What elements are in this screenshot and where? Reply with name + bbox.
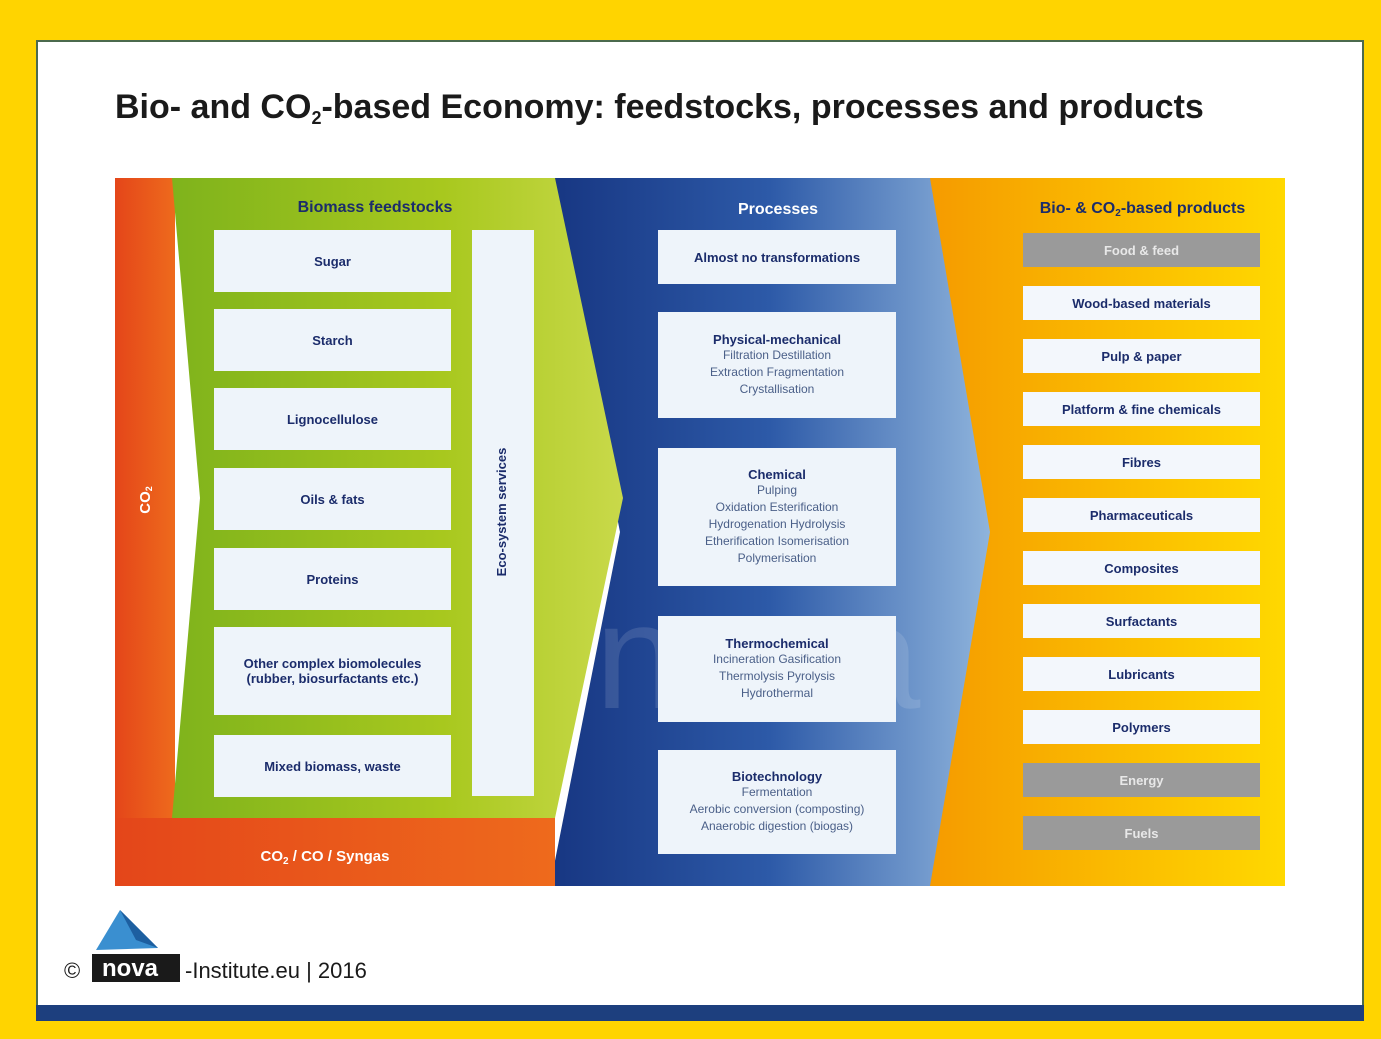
products-header: Bio- & CO2-based products bbox=[1039, 200, 1246, 219]
product-item-label: Lubricants bbox=[1108, 666, 1175, 682]
process-item-title: Almost no transformations bbox=[693, 249, 861, 265]
product-item: Wood-based materials bbox=[1023, 286, 1260, 320]
co2-area bbox=[115, 178, 175, 886]
product-item: Platform & fine chemicals bbox=[1023, 392, 1260, 426]
process-item: Almost no transformations bbox=[658, 230, 896, 284]
biomass-item-label: Mixed biomass, waste bbox=[264, 758, 401, 774]
process-item-details: Pulping Oxidation Esterification Hydroge… bbox=[704, 483, 850, 565]
product-item: Pharmaceuticals bbox=[1023, 498, 1260, 532]
product-item-label: Pulp & paper bbox=[1101, 348, 1182, 364]
footer-credit: -Institute.eu | 2016 bbox=[185, 958, 367, 983]
process-item-details: Fermentation Aerobic conversion (compost… bbox=[689, 785, 865, 833]
nova-logo-icon: nova bbox=[92, 910, 180, 982]
product-item: Fuels bbox=[1023, 816, 1260, 850]
biomass-item-label: Sugar bbox=[314, 253, 351, 269]
eco-services-label: Eco-system services bbox=[494, 447, 509, 577]
biomass-item: Other complex biomolecules (rubber, bios… bbox=[214, 627, 451, 715]
eco-services-box bbox=[472, 230, 534, 796]
biomass-item-label: Proteins bbox=[306, 571, 359, 587]
product-item-label: Fuels bbox=[1124, 825, 1159, 841]
biomass-item: Proteins bbox=[214, 548, 451, 610]
biomass-item: Lignocellulose bbox=[214, 388, 451, 450]
process-item-title: Biotechnology bbox=[731, 769, 823, 784]
biomass-item-label: Lignocellulose bbox=[286, 411, 378, 427]
product-item: Lubricants bbox=[1023, 657, 1260, 691]
syngas-label: CO2 / CO / Syngas bbox=[260, 848, 390, 867]
product-item-label: Wood-based materials bbox=[1072, 295, 1211, 311]
biomass-item-label: Other complex biomolecules (rubber, bios… bbox=[243, 656, 422, 686]
svg-text:nova: nova bbox=[102, 955, 159, 982]
biomass-item: Mixed biomass, waste bbox=[214, 735, 451, 797]
biomass-item: Starch bbox=[214, 309, 451, 371]
copyright-symbol: © bbox=[64, 958, 81, 983]
process-item-title: Chemical bbox=[748, 467, 806, 482]
product-item-label: Surfactants bbox=[1105, 613, 1178, 629]
process-item-title: Thermochemical bbox=[725, 636, 829, 651]
product-item-label: Pharmaceuticals bbox=[1089, 507, 1194, 523]
product-item-label: Fibres bbox=[1121, 454, 1161, 470]
processes-header: Processes bbox=[737, 201, 819, 218]
product-item: Polymers bbox=[1023, 710, 1260, 744]
co2-bottom-band bbox=[115, 818, 555, 886]
product-item: Composites bbox=[1023, 551, 1260, 585]
biomass-item-label: Oils & fats bbox=[300, 491, 365, 507]
product-item: Pulp & paper bbox=[1023, 339, 1260, 373]
process-item-details: Filtration Destillation Extraction Fragm… bbox=[709, 348, 845, 396]
biomass-item-label: Starch bbox=[312, 332, 353, 348]
product-item-label: Food & feed bbox=[1103, 242, 1180, 258]
product-item: Fibres bbox=[1023, 445, 1260, 479]
process-item-details: Incineration Gasification Thermolysis Py… bbox=[712, 652, 842, 700]
co2-label: CO2 bbox=[137, 486, 154, 514]
footer-bar bbox=[36, 1005, 1364, 1021]
product-item: Food & feed bbox=[1023, 233, 1260, 267]
page-title: Bio- and CO2-based Economy: feedstocks, … bbox=[115, 88, 1204, 128]
product-item-label: Composites bbox=[1104, 560, 1179, 576]
product-item-label: Energy bbox=[1119, 772, 1164, 788]
product-item: Energy bbox=[1023, 763, 1260, 797]
product-item-label: Platform & fine chemicals bbox=[1062, 401, 1221, 417]
biomass-item: Oils & fats bbox=[214, 468, 451, 530]
biomass-item: Sugar bbox=[214, 230, 451, 292]
product-item: Surfactants bbox=[1023, 604, 1260, 638]
process-item-title: Physical-mechanical bbox=[713, 332, 841, 347]
economy-diagram: nova CO2 CO2 / CO / Syngas Biomass feeds… bbox=[115, 178, 1285, 886]
product-item-label: Polymers bbox=[1112, 719, 1171, 735]
biomass-header: Biomass feedstocks bbox=[297, 199, 453, 216]
